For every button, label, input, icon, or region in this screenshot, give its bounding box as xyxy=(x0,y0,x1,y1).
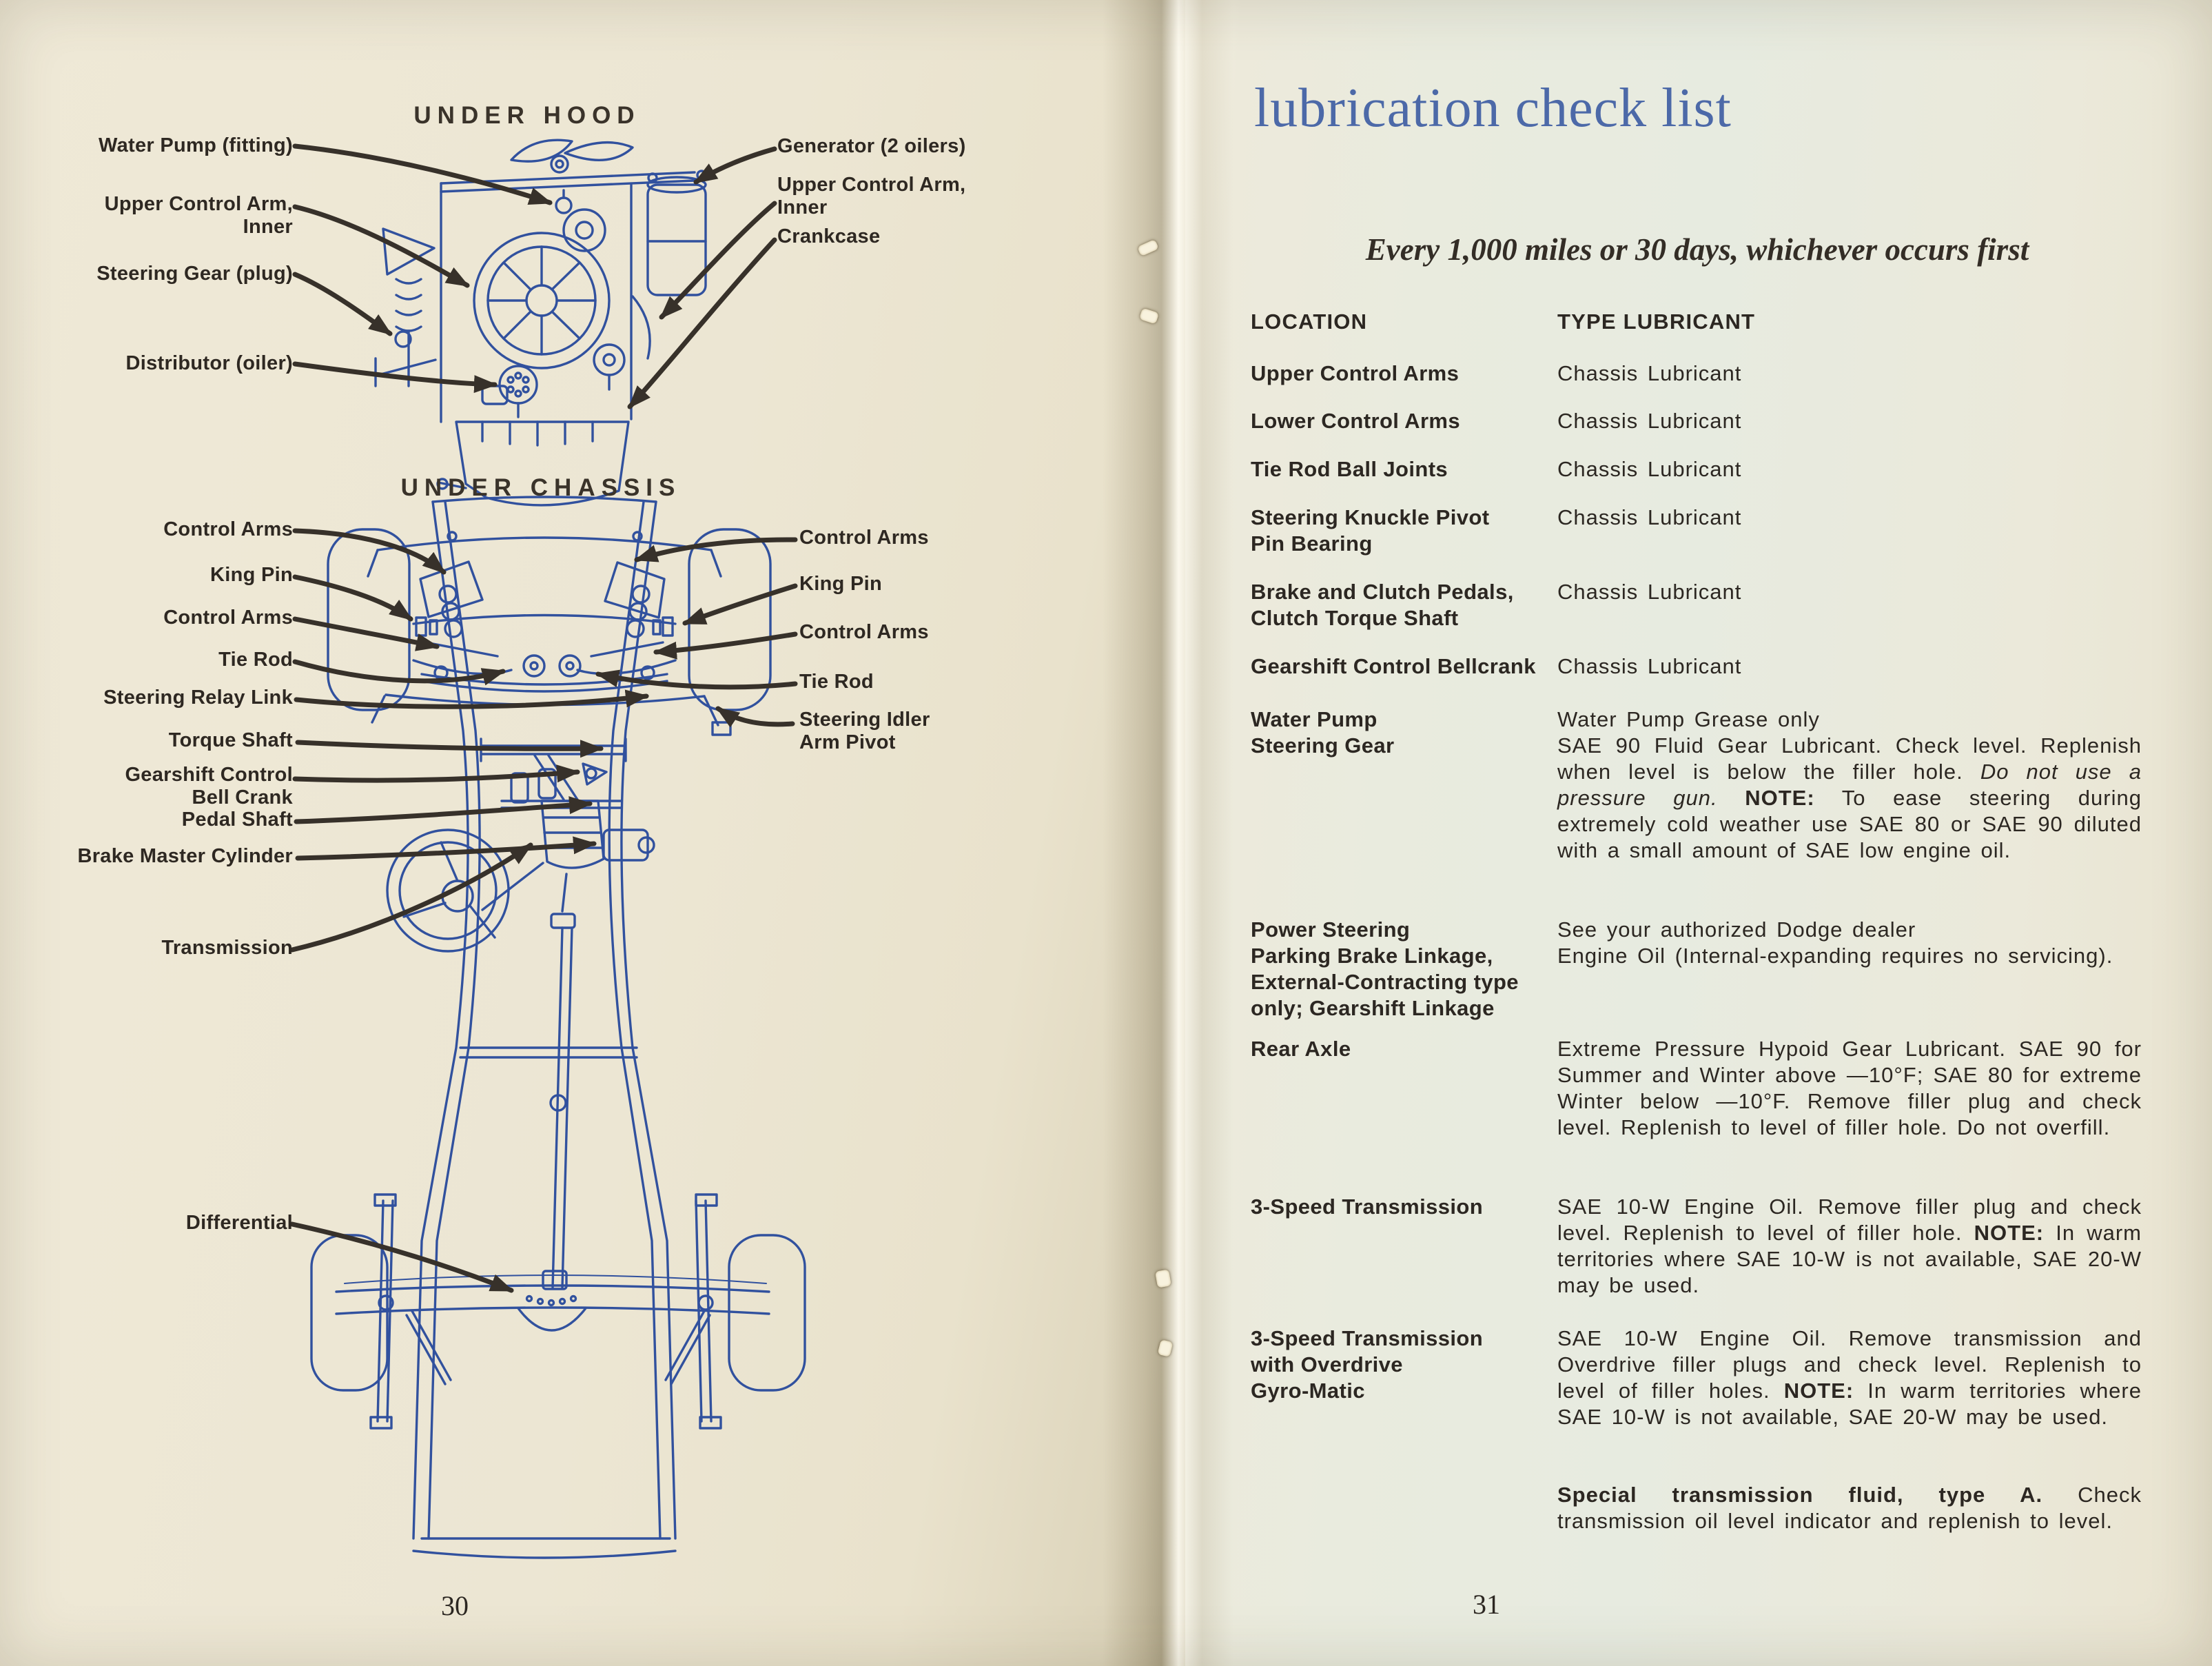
row-location: Steering Knuckle Pivot Pin Bearing xyxy=(1251,505,1490,556)
underchassis-label-gearshift-bell-crank: Gearshift Control Bell Crank xyxy=(125,764,293,809)
row-location: Power Steering Parking Brake Linkage, Ex… xyxy=(1251,917,1519,1020)
underchassis-label-tie-rod-right: Tie Rod xyxy=(799,671,874,693)
underhood-label-steering-gear: Steering Gear (plug) xyxy=(96,263,293,285)
underchassis-label-tie-rod-left: Tie Rod xyxy=(218,649,293,671)
under-chassis-title: UNDER CHASSIS xyxy=(400,474,682,501)
underchassis-label-torque-shaft: Torque Shaft xyxy=(168,729,293,751)
underhood-label-distributor: Distributor (oiler) xyxy=(125,352,293,374)
underhood-label-upper-control-arm-right: Upper Control Arm, Inner xyxy=(777,174,966,219)
row-lubricant: Chassis Lubricant xyxy=(1557,361,1742,385)
underchassis-label-control-arms-right-2: Control Arms xyxy=(799,621,929,643)
underchassis-label-king-pin-right: King Pin xyxy=(799,573,882,595)
row-lubricant: Chassis Lubricant xyxy=(1557,505,1742,529)
underchassis-label-pedal-shaft: Pedal Shaft xyxy=(181,809,293,831)
leader-arrows xyxy=(289,143,798,1293)
column-header-type-lubricant: TYPE LUBRICANT xyxy=(1557,309,1756,334)
underhood-label-water-pump: Water Pump (fitting) xyxy=(99,134,293,156)
row-lubricant: Extreme Pressure Hypoid Gear Lubricant. … xyxy=(1557,1037,2142,1139)
underhood-label-crankcase: Crankcase xyxy=(777,225,881,247)
underchassis-label-king-pin-left: King Pin xyxy=(210,564,293,586)
row-lubricant: Water Pump Grease only SAE 90 Fluid Gear… xyxy=(1557,707,2142,862)
row-location: Lower Control Arms xyxy=(1251,409,1461,433)
row-location: Brake and Clutch Pedals, Clutch Torque S… xyxy=(1251,580,1514,630)
under-hood-title: UNDER HOOD xyxy=(413,102,641,129)
row-lubricant: Chassis Lubricant xyxy=(1557,654,1742,678)
page-title: lubrication check list xyxy=(1254,78,1732,139)
page-31-paper xyxy=(1185,0,2212,1666)
underchassis-label-steering-idler-arm-pivot: Steering Idler Arm Pivot xyxy=(799,709,930,753)
schedule-subtitle: Every 1,000 miles or 30 days, whichever … xyxy=(1365,232,2029,267)
column-header-location: LOCATION xyxy=(1251,309,1368,334)
page-number-31: 31 xyxy=(1473,1589,1500,1620)
row-location: Gearshift Control Bellcrank xyxy=(1251,654,1536,678)
row-lubricant: SAE 10-W Engine Oil. Remove filler plug … xyxy=(1557,1195,2142,1297)
row-lubricant: Special transmission fluid, type A. Chec… xyxy=(1557,1483,2142,1533)
row-lubricant: SAE 10-W Engine Oil. Remove transmission… xyxy=(1557,1326,2142,1429)
row-lubricant: Chassis Lubricant xyxy=(1557,580,1742,604)
underhood-label-upper-control-arm-left: Upper Control Arm, Inner xyxy=(104,193,293,238)
row-lubricant: Chassis Lubricant xyxy=(1557,457,1742,481)
underchassis-label-control-arms-right-1: Control Arms xyxy=(799,527,929,549)
row-location: Rear Axle xyxy=(1251,1037,1351,1061)
underchassis-label-steering-relay-link: Steering Relay Link xyxy=(103,687,293,709)
underchassis-label-control-arms-left-1: Control Arms xyxy=(163,518,293,540)
row-lubricant: See your authorized Dodge dealer Engine … xyxy=(1557,917,2113,968)
under-chassis-illustration xyxy=(310,496,806,1559)
row-location: 3-Speed Transmission with Overdrive Gyro… xyxy=(1251,1326,1484,1403)
underchassis-label-control-arms-left-2: Control Arms xyxy=(163,607,293,629)
under-hood-illustration xyxy=(374,139,707,507)
underchassis-label-brake-master-cylinder: Brake Master Cylinder xyxy=(77,845,293,867)
row-location: 3-Speed Transmission xyxy=(1251,1195,1484,1219)
page-number-30: 30 xyxy=(441,1590,469,1621)
row-lubricant: Chassis Lubricant xyxy=(1557,409,1742,433)
row-location: Water Pump Steering Gear xyxy=(1251,707,1395,758)
underhood-label-generator: Generator (2 oilers) xyxy=(777,135,966,157)
underchassis-label-transmission: Transmission xyxy=(161,937,293,959)
underchassis-label-differential: Differential xyxy=(185,1212,293,1234)
row-location: Tie Rod Ball Joints xyxy=(1251,457,1448,481)
row-location: Upper Control Arms xyxy=(1251,361,1460,385)
